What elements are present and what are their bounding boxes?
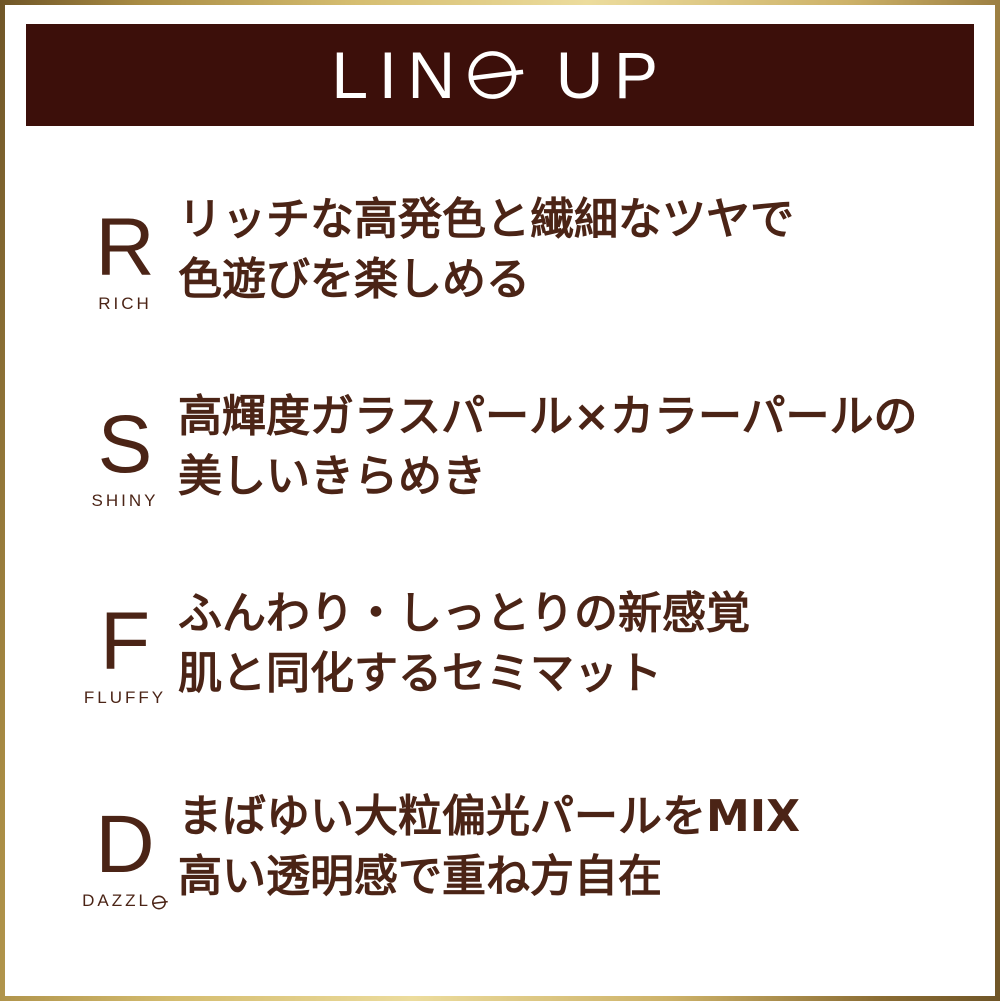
shiny-initial-letter: S xyxy=(97,399,153,490)
fluffy-initial-letter: F xyxy=(99,596,151,687)
section-fluffy: F FLUFFY ふんわり・しっとりの新感覚 肌と同化するセミマット xyxy=(5,572,995,732)
stylized-e-icon xyxy=(468,51,524,99)
dazzle-description-line2: 高い透明感で重ね方自在 xyxy=(178,851,662,902)
shiny-label: SHINY xyxy=(91,491,159,510)
dazzle-description-line1: まばゆい大粒偏光パールをMIX xyxy=(178,791,801,842)
fluffy-description: ふんわり・しっとりの新感覚 肌と同化するセミマット xyxy=(178,584,750,704)
fluffy-letter-block: F FLUFFY xyxy=(50,596,200,708)
section-dazzle: D DAZZL まばゆい大粒偏光パールをMIX 高い透明感で重ね方自在 xyxy=(5,775,995,935)
shiny-description: 高輝度ガラスパール×カラーパールの 美しいきらめき xyxy=(178,387,918,507)
page-title: LIN UP xyxy=(331,42,668,108)
page-content: LIN UP R RICH リッチな高発色と繊細なツヤで 色遊びを楽しめる S xyxy=(5,5,995,996)
dazzle-label: DAZZL xyxy=(50,891,200,911)
shiny-description-line2: 美しいきらめき xyxy=(178,451,486,502)
rich-letter-block: R RICH xyxy=(50,202,200,314)
dazzle-description: まばゆい大粒偏光パールをMIX 高い透明感で重ね方自在 xyxy=(178,787,800,907)
rich-description-line1: リッチな高発色と繊細なツヤで xyxy=(178,194,794,245)
title-part-up: UP xyxy=(555,38,669,112)
dazzle-letter-block: D DAZZL xyxy=(50,799,200,911)
rich-description-line2: 色遊びを楽しめる xyxy=(178,254,530,305)
rich-label: RICH xyxy=(98,294,152,313)
lineup-banner: LIN UP xyxy=(26,24,974,126)
dazzle-initial-letter: D xyxy=(95,799,155,890)
title-part-lin: LIN xyxy=(331,38,466,112)
dazzle-label-text: DAZZL xyxy=(82,891,151,910)
shiny-letter-block: S SHINY xyxy=(50,399,200,511)
section-rich: R RICH リッチな高発色と繊細なツヤで 色遊びを楽しめる xyxy=(5,178,995,338)
fluffy-description-line2: 肌と同化するセミマット xyxy=(178,648,662,699)
fluffy-description-line1: ふんわり・しっとりの新感覚 xyxy=(178,588,750,639)
rich-description: リッチな高発色と繊細なツヤで 色遊びを楽しめる xyxy=(178,190,794,310)
fluffy-label: FLUFFY xyxy=(83,688,167,707)
rich-initial-letter: R xyxy=(95,202,155,293)
stylized-e-icon-small xyxy=(151,895,168,910)
shiny-description-line1: 高輝度ガラスパール×カラーパールの xyxy=(178,391,918,442)
section-shiny: S SHINY 高輝度ガラスパール×カラーパールの 美しいきらめき xyxy=(5,375,995,535)
